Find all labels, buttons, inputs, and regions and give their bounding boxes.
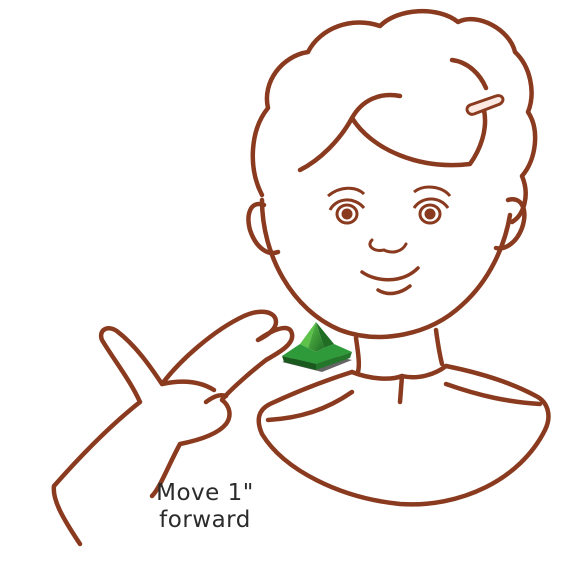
mouth xyxy=(362,268,418,293)
face-outline xyxy=(262,200,510,337)
hair-bangs xyxy=(300,110,485,170)
neck-left xyxy=(356,338,359,372)
shirt-outline xyxy=(259,366,549,504)
caption-line-2: forward xyxy=(130,507,280,534)
nose xyxy=(370,240,406,252)
eyes xyxy=(328,187,450,223)
neck-right xyxy=(436,330,442,364)
instruction-caption: Move 1" forward xyxy=(130,480,280,534)
caption-line-1: Move 1" xyxy=(130,480,280,507)
hair-outline xyxy=(253,11,535,222)
collar xyxy=(352,366,446,379)
child-figure xyxy=(249,11,549,504)
